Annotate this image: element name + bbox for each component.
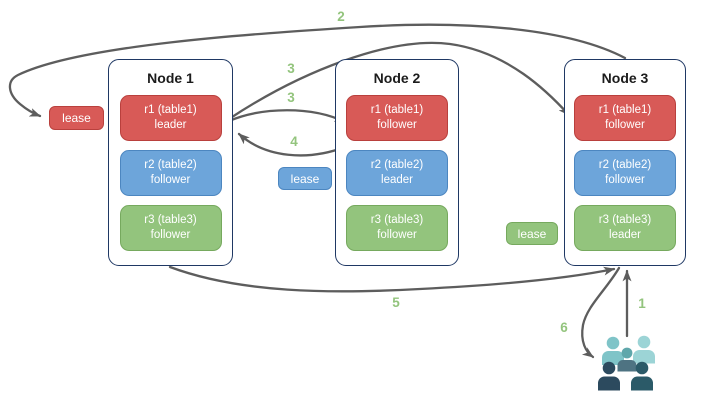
node2-replica-r2-leader: r2 (table2) leader [346, 150, 448, 196]
replica-role: leader [381, 174, 413, 186]
users-group-icon [598, 335, 655, 391]
replica-name: r2 (table2) [598, 159, 652, 172]
step-label-1: 1 [638, 296, 646, 311]
replica-name: r3 (table3) [370, 214, 424, 227]
lease-badge-table2: lease [278, 167, 332, 190]
step-label-4: 4 [290, 134, 298, 149]
replica-role: follower [377, 229, 417, 241]
arrow-step-6-node3-to-users [581, 266, 621, 359]
step-label-3b: 3 [287, 90, 295, 105]
step-label-6: 6 [560, 320, 568, 335]
replica-role: follower [605, 174, 645, 186]
arrow-step-2-node3-to-lease1 [8, 23, 627, 118]
node-1-box: Node 1 r1 (table1) leader r2 (table2) fo… [108, 59, 233, 266]
replica-role: follower [150, 174, 191, 186]
replica-role: follower [605, 119, 645, 131]
arrow-step-4-follower-ack-to-leader [237, 132, 347, 157]
node-1-title: Node 1 [147, 70, 194, 86]
node3-replica-r1-follower: r1 (table1) follower [574, 95, 676, 141]
node2-replica-r3-follower: r3 (table3) follower [346, 205, 448, 251]
node-2-title: Node 2 [373, 70, 421, 86]
replica-name: r1 (table1) [144, 104, 197, 117]
step-label-2: 2 [337, 9, 345, 24]
replica-name: r1 (table1) [598, 104, 652, 117]
replica-name: r2 (table2) [370, 159, 424, 172]
step-label-3a: 3 [287, 61, 295, 76]
node-3-title: Node 3 [601, 70, 649, 86]
node2-replica-r1-follower: r1 (table1) follower [346, 95, 448, 141]
node1-replica-r2-follower: r2 (table2) follower [119, 150, 222, 196]
node1-replica-r3-follower: r3 (table3) follower [119, 205, 222, 251]
replica-name: r1 (table1) [370, 104, 424, 117]
node-2-box: Node 2 r1 (table1) follower r2 (table2) … [335, 59, 459, 266]
replica-name: r3 (table3) [598, 214, 652, 227]
lease-badge-table1: lease [49, 106, 104, 130]
arrow-step-3-leader-to-node3-follower [227, 41, 571, 121]
replica-role: follower [150, 229, 191, 241]
node-3-box: Node 3 r1 (table1) follower r2 (table2) … [564, 59, 686, 266]
replica-role: leader [609, 229, 641, 241]
lease-badge-table3: lease [506, 222, 558, 245]
replica-role: follower [377, 119, 417, 131]
arrow-step-3-leader-to-node2-follower [227, 109, 347, 124]
replica-name: r2 (table2) [144, 159, 197, 172]
replica-name: r3 (table3) [144, 214, 197, 227]
step-label-5: 5 [392, 295, 400, 310]
replica-role: leader [154, 119, 187, 131]
arrow-step-5-node1-to-node3 [168, 265, 616, 293]
node1-replica-r1-leader: r1 (table1) leader [119, 95, 222, 141]
node3-replica-r2-follower: r2 (table2) follower [574, 150, 676, 196]
node3-replica-r3-leader: r3 (table3) leader [574, 205, 676, 251]
